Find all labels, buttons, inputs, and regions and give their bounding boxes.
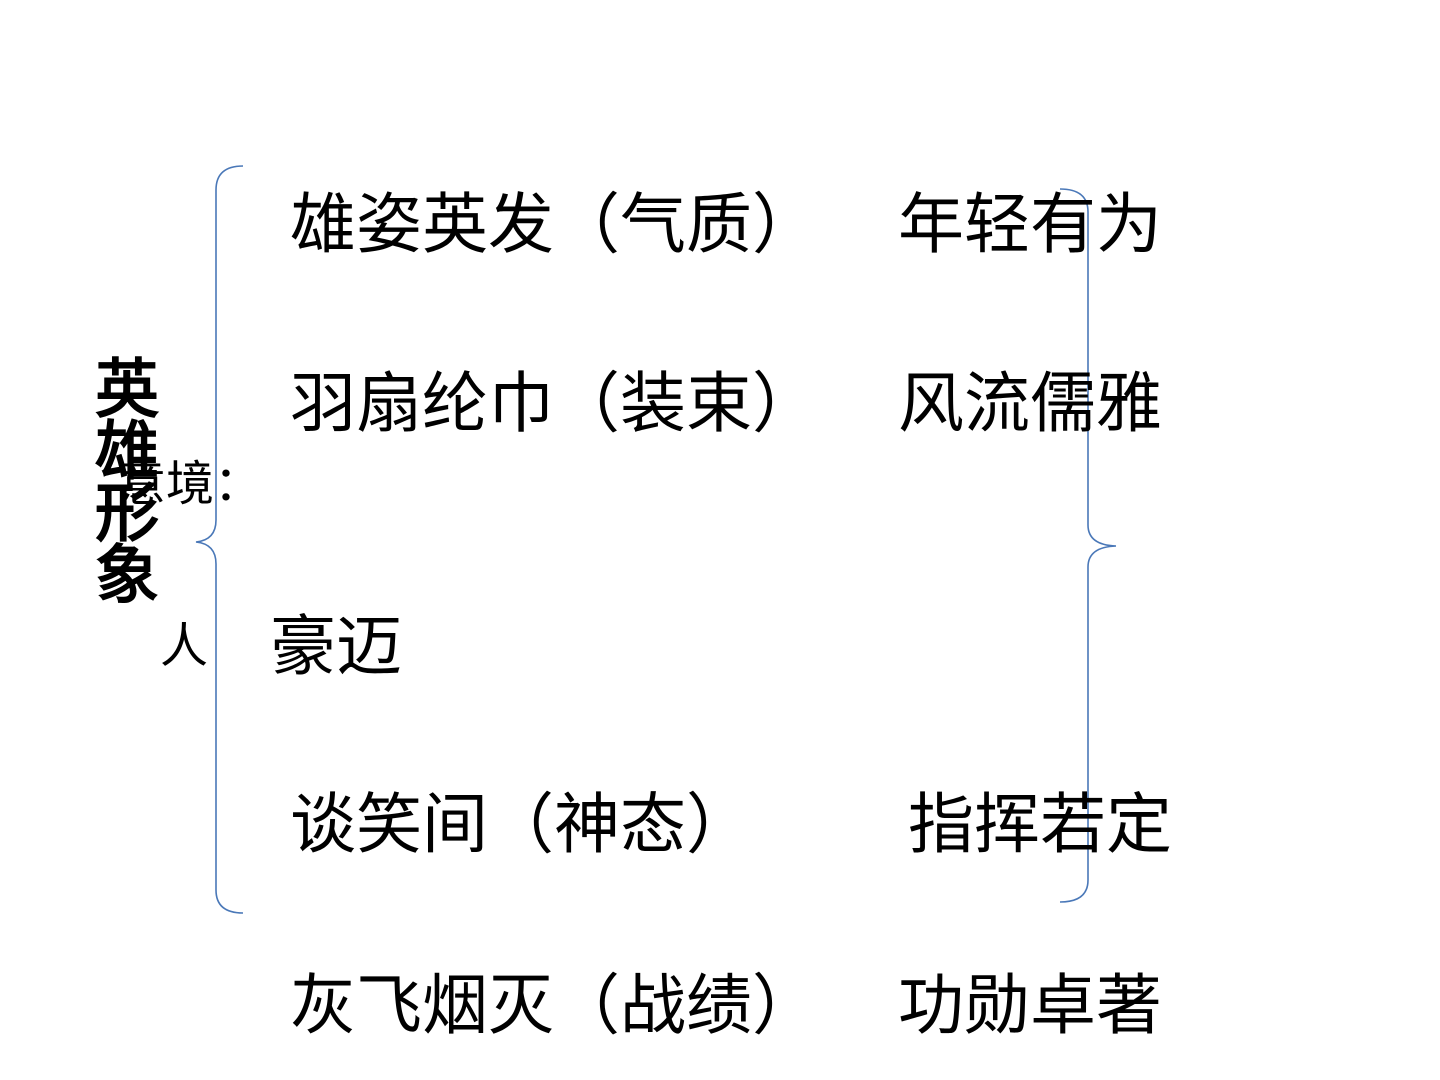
phrase-row-5: 灰飞烟灭（战绩） <box>290 967 818 1044</box>
phrase-row-4: 谈笑间（神态） <box>290 786 752 863</box>
meaning-row-2: 风流儒雅 <box>898 365 1162 442</box>
phrase-row-3: 豪迈 <box>270 608 402 685</box>
label-ren: 人 <box>160 618 209 674</box>
right-brace <box>1059 188 1117 903</box>
phrase-row-1: 雄姿英发（气质） <box>290 186 818 263</box>
left-brace <box>195 165 244 914</box>
meaning-row-5: 功勋卓著 <box>898 967 1162 1044</box>
meaning-row-4: 指挥若定 <box>908 786 1172 863</box>
vertical-title: 英雄形象 <box>84 355 158 603</box>
meaning-row-1: 年轻有为 <box>898 186 1162 263</box>
phrase-row-2: 羽扇纶巾（装束） <box>290 365 818 442</box>
label-yijing: 意境： <box>118 456 263 512</box>
